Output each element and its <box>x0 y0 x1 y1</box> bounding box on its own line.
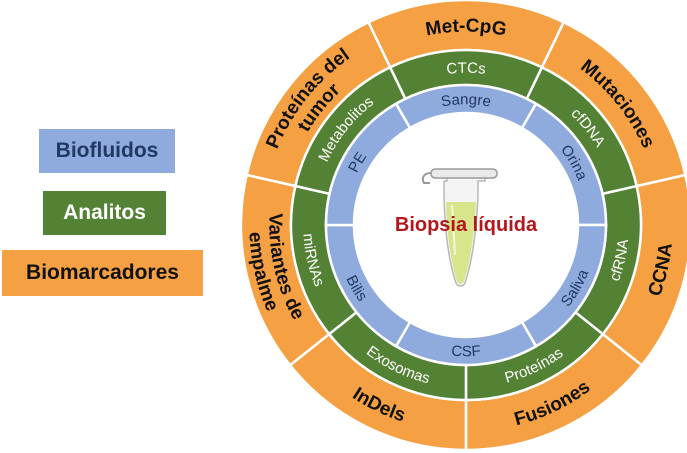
biomarker-met-cpg-label: Met-CpG <box>424 16 508 41</box>
legend-biomarcadores-label: Biomarcadores <box>26 261 179 284</box>
center-disc: Biopsia líquida <box>354 113 578 337</box>
biofluid-csf-label: CSF <box>451 343 482 361</box>
analyte-ring: CTCscfDNAcfRNAProteínasExosomasmiRNAsMet… <box>289 48 643 402</box>
test-tube-icon <box>421 168 498 287</box>
analyte-ctcs-label: CTCs <box>446 60 487 78</box>
legend-analitos: Analitos <box>43 191 166 235</box>
legend-biofluidos: Biofluidos <box>39 129 175 173</box>
center-title: Biopsia líquida <box>395 214 538 236</box>
legend-biofluidos-label: Biofluidos <box>55 139 159 162</box>
biofluid-sangre-label: Sangre <box>440 91 492 110</box>
legend-analitos-label: Analitos <box>63 201 146 224</box>
legend-biomarcadores: Biomarcadores <box>2 250 203 296</box>
